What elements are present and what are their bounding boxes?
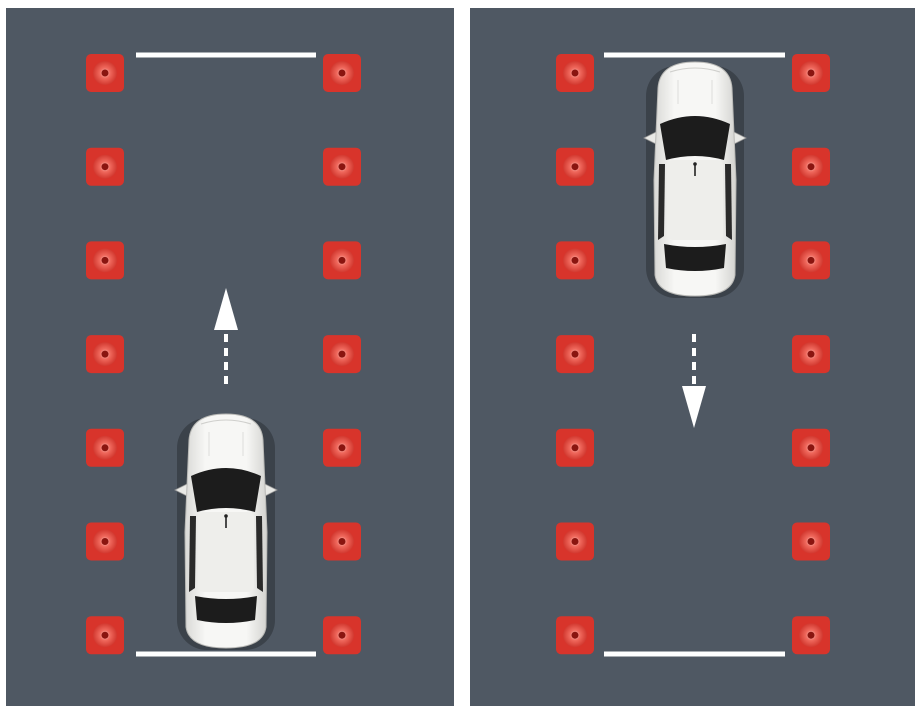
traffic-cone: [556, 241, 594, 279]
traffic-cone: [792, 54, 830, 92]
traffic-cone: [792, 241, 830, 279]
traffic-cone: [556, 148, 594, 186]
panel-reverse: [470, 8, 915, 706]
traffic-cone: [556, 54, 594, 92]
traffic-cone: [556, 429, 594, 467]
traffic-cone: [323, 241, 361, 279]
traffic-cone: [792, 148, 830, 186]
traffic-cone: [792, 616, 830, 654]
traffic-cone: [792, 335, 830, 373]
traffic-cone: [86, 523, 124, 561]
panel-forward: [6, 8, 454, 706]
traffic-cone: [556, 616, 594, 654]
traffic-cone: [792, 429, 830, 467]
traffic-cone: [323, 54, 361, 92]
traffic-cone: [86, 54, 124, 92]
traffic-cone: [323, 429, 361, 467]
car: [175, 414, 277, 650]
traffic-cone: [792, 523, 830, 561]
traffic-cone: [86, 148, 124, 186]
traffic-cone: [323, 523, 361, 561]
traffic-cone: [86, 241, 124, 279]
traffic-cone: [556, 523, 594, 561]
traffic-cone: [86, 429, 124, 467]
traffic-cone: [86, 616, 124, 654]
traffic-cone: [323, 335, 361, 373]
traffic-cone: [323, 148, 361, 186]
traffic-cone: [86, 335, 124, 373]
car: [644, 62, 746, 298]
traffic-cone: [323, 616, 361, 654]
traffic-cone: [556, 335, 594, 373]
